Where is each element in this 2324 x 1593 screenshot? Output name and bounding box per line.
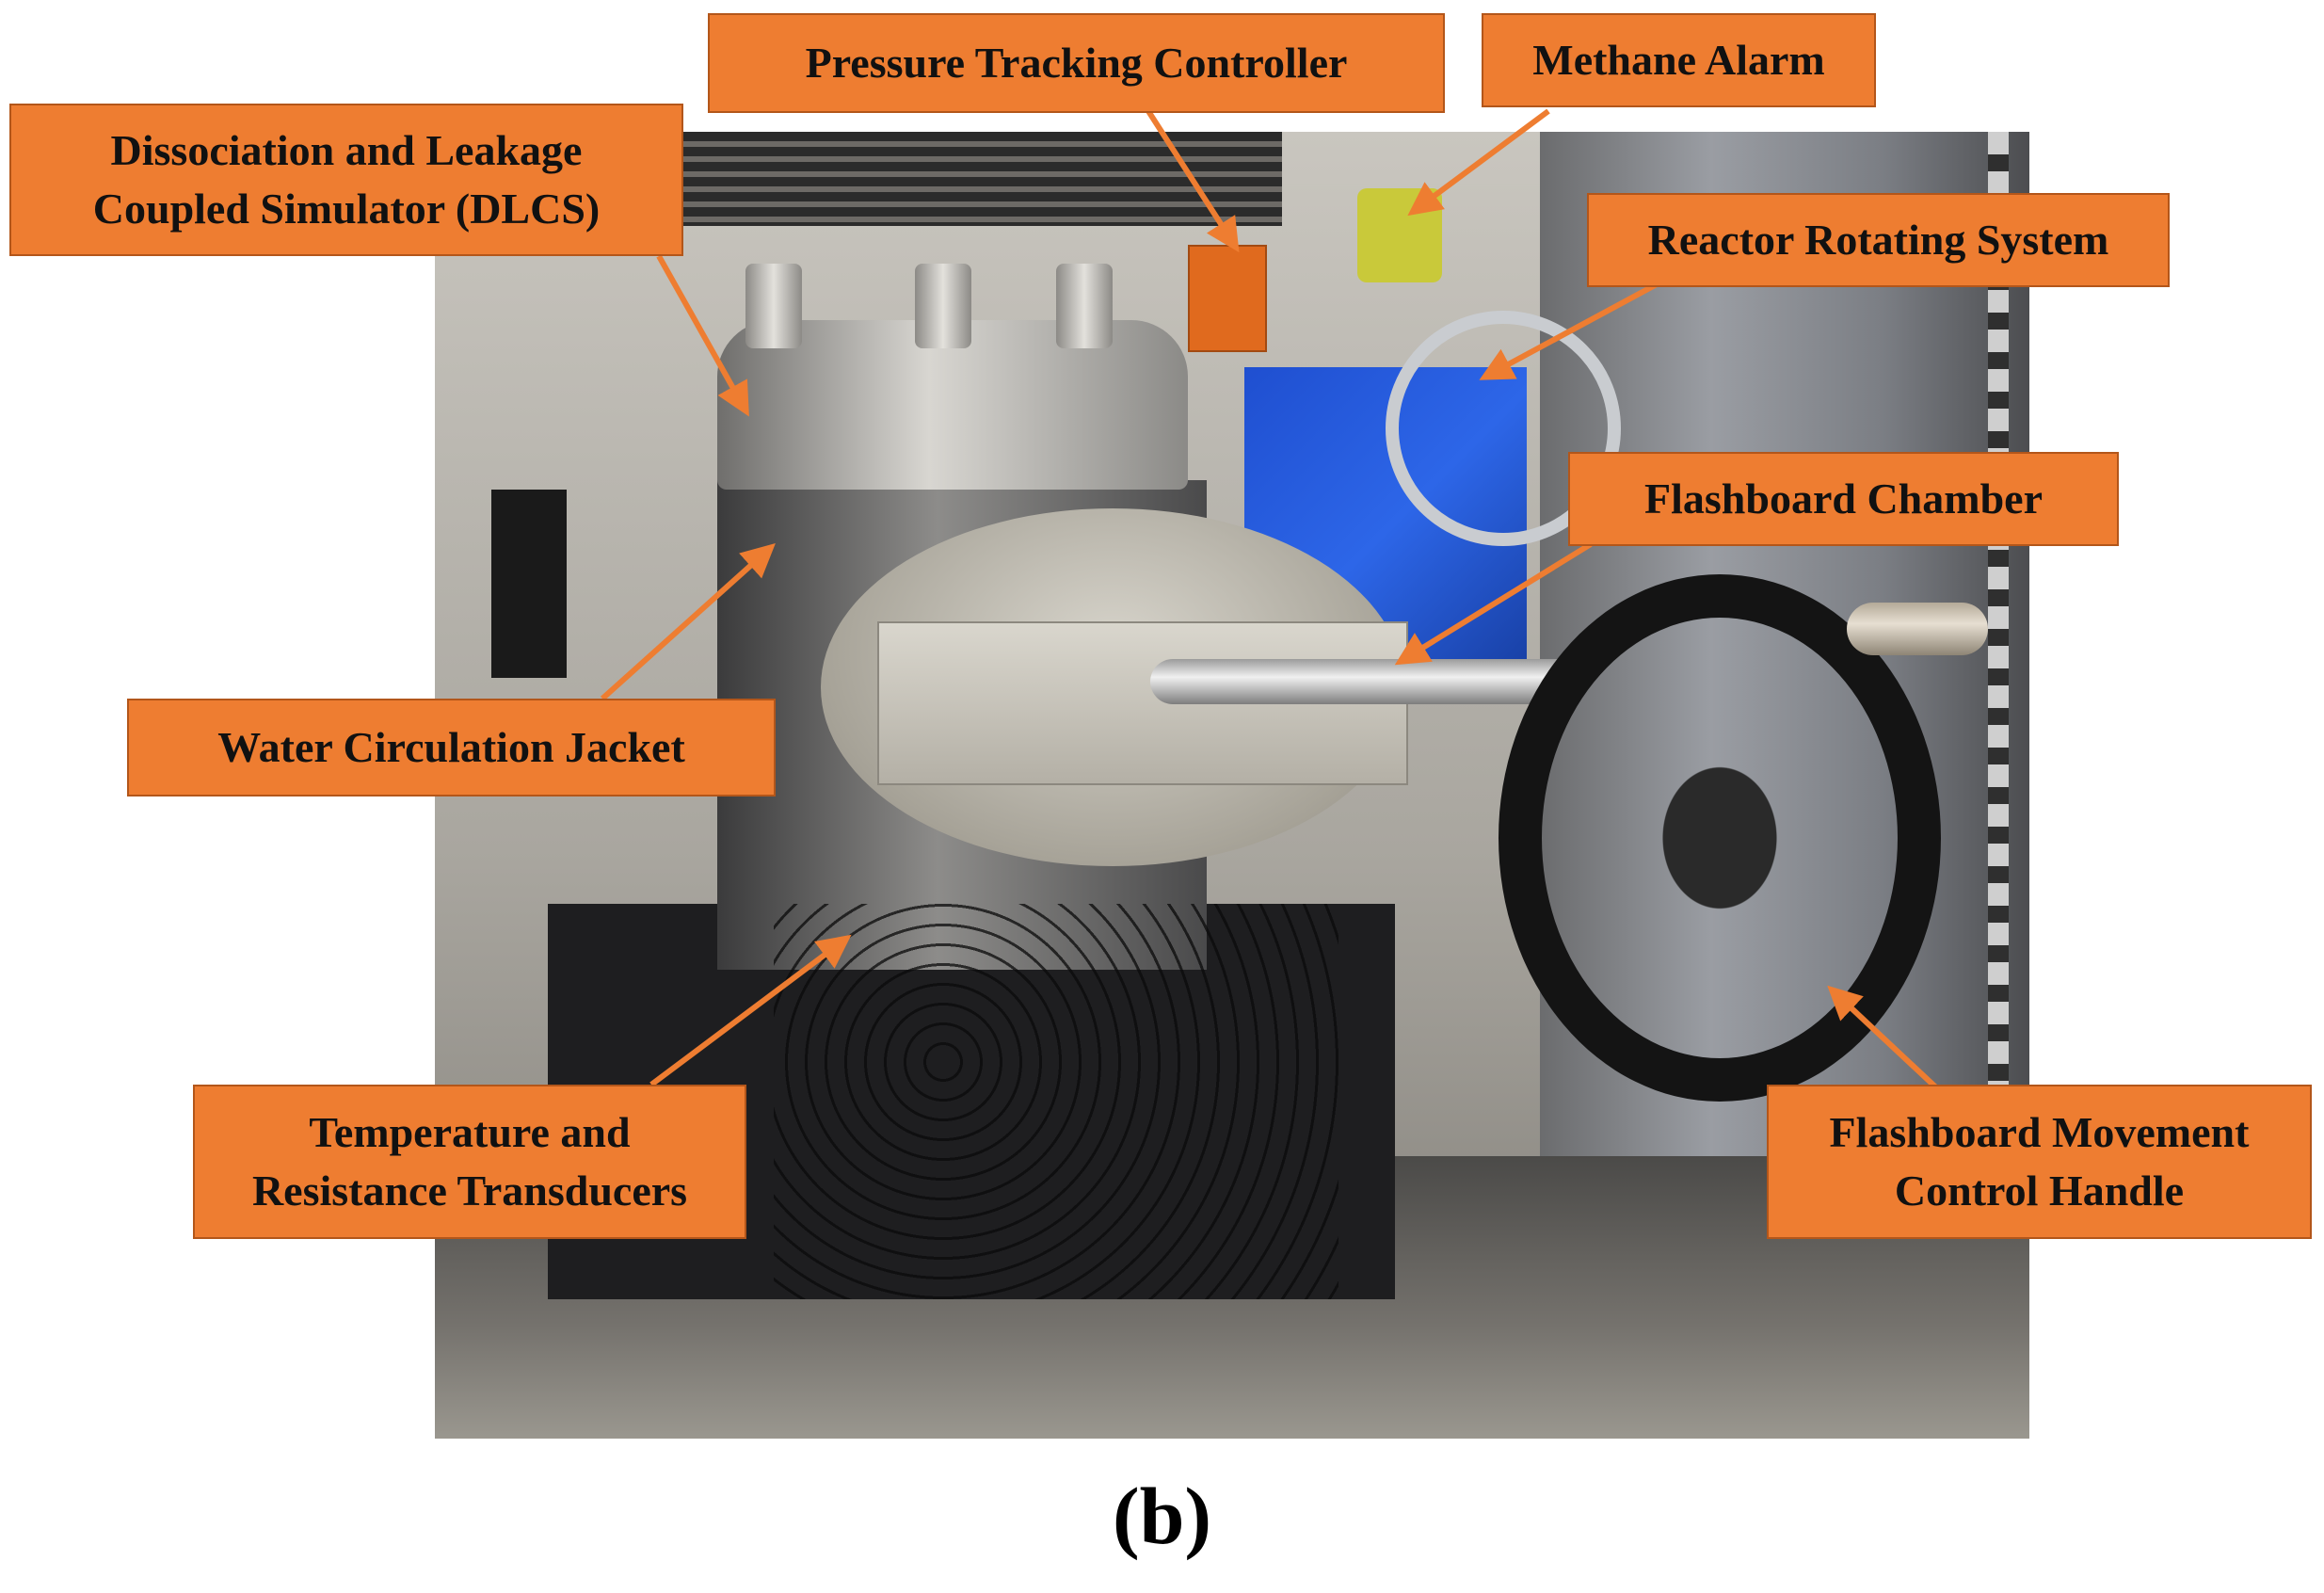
- label-text-line1: Dissociation and Leakage: [110, 126, 583, 174]
- handwheel-grip: [1847, 603, 1988, 655]
- flashboard-rod: [1150, 659, 1583, 704]
- transducer-cables: [774, 904, 1338, 1299]
- label-flashboard-chamber: Flashboard Chamber: [1568, 452, 2119, 546]
- label-text: Reactor Rotating System: [1647, 216, 2109, 264]
- label-flashboard-movement-control-handle: Flashboard Movement Control Handle: [1767, 1085, 2312, 1239]
- label-water-circulation-jacket: Water Circulation Jacket: [127, 699, 776, 796]
- label-text: Flashboard Chamber: [1644, 475, 2043, 523]
- label-methane-alarm: Methane Alarm: [1482, 13, 1876, 107]
- reactor-vessel-lid: [717, 320, 1188, 490]
- label-reactor-rotating-system: Reactor Rotating System: [1587, 193, 2170, 287]
- lid-nozzle: [745, 264, 802, 348]
- label-text-line2: Resistance Transducers: [251, 1167, 688, 1215]
- ventilation-grille: [680, 132, 1282, 226]
- methane-alarm-device: [1357, 188, 1442, 282]
- pressure-controller-device: [1188, 245, 1267, 352]
- label-text-line1: Temperature and: [309, 1108, 631, 1156]
- label-text-line1: Flashboard Movement: [1829, 1108, 2250, 1156]
- lid-nozzle: [1056, 264, 1113, 348]
- figure-caption: (b): [1112, 1471, 1212, 1561]
- label-dlcs: Dissociation and Leakage Coupled Simulat…: [9, 104, 683, 256]
- label-temperature-resistance-transducers: Temperature and Resistance Transducers: [193, 1085, 746, 1239]
- label-text: Water Circulation Jacket: [217, 723, 685, 771]
- label-text: Methane Alarm: [1532, 36, 1825, 84]
- left-bracket: [491, 490, 567, 678]
- label-text-line2: Coupled Simulator (DLCS): [92, 185, 601, 233]
- label-text-line2: Control Handle: [1894, 1167, 2185, 1215]
- lid-nozzle: [915, 264, 971, 348]
- label-text: Pressure Tracking Controller: [805, 39, 1348, 87]
- label-pressure-tracking-controller: Pressure Tracking Controller: [708, 13, 1445, 113]
